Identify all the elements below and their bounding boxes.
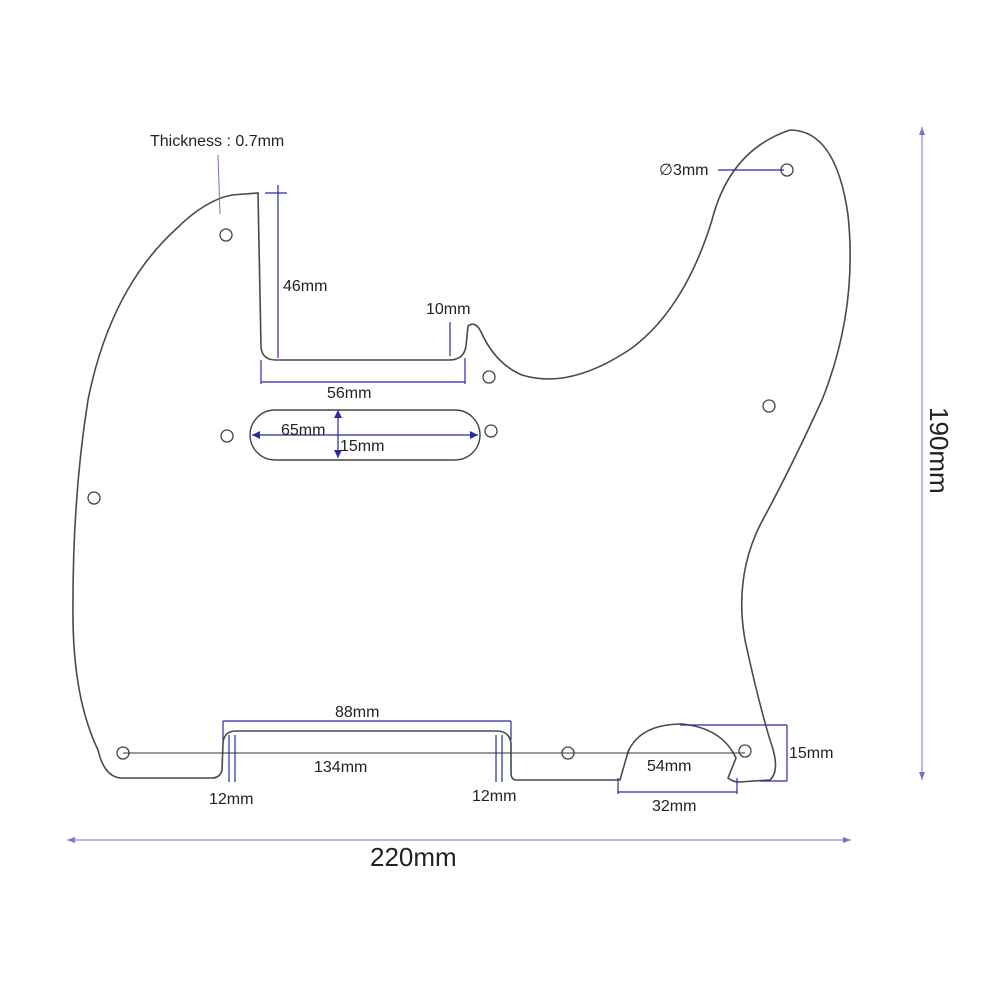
jack-inner-label: 32mm <box>652 798 696 815</box>
left-step-label: 12mm <box>209 791 253 808</box>
mounting-hole <box>484 424 498 438</box>
jack-outer-label: 54mm <box>647 758 691 775</box>
mounting-hole <box>482 370 496 384</box>
overall-height-arrow-bottom <box>919 772 925 780</box>
mounting-hole <box>87 491 101 505</box>
neck-depth-label: 46mm <box>283 278 327 295</box>
mounting-hole <box>219 228 233 242</box>
mounting-hole <box>762 399 776 413</box>
pickup-length-arrow-right <box>470 431 478 439</box>
corner-radius-label: 10mm <box>426 301 470 318</box>
overall-width-arrow-right <box>843 837 851 843</box>
overall-height-arrow-top <box>919 127 925 135</box>
pickup-width-label: 15mm <box>340 438 384 455</box>
pickup-width-arrow-top <box>334 410 342 418</box>
mounting-hole <box>220 429 234 443</box>
pickup-length-arrow-left <box>252 431 260 439</box>
overall-width-label: 220mm <box>370 842 457 872</box>
pickup-length-label: 65mm <box>281 422 325 439</box>
thickness-leader <box>217 154 221 215</box>
thickness-label: Thickness : 0.7mm <box>150 133 284 150</box>
right-step-label: 12mm <box>472 788 516 805</box>
neck-width-label: 56mm <box>327 385 371 402</box>
overall-width-arrow-left <box>67 837 75 843</box>
jack-depth-label: 15mm <box>789 745 833 762</box>
hole-diameter-label: ∅3mm <box>659 162 709 179</box>
bridge-cutout-label: 88mm <box>335 704 379 721</box>
mounting-hole <box>738 744 752 758</box>
bridge-hole-span-label: 134mm <box>314 759 367 776</box>
pickup-width-arrow-bottom <box>334 450 342 458</box>
overall-height-label: 190mm <box>924 407 954 494</box>
